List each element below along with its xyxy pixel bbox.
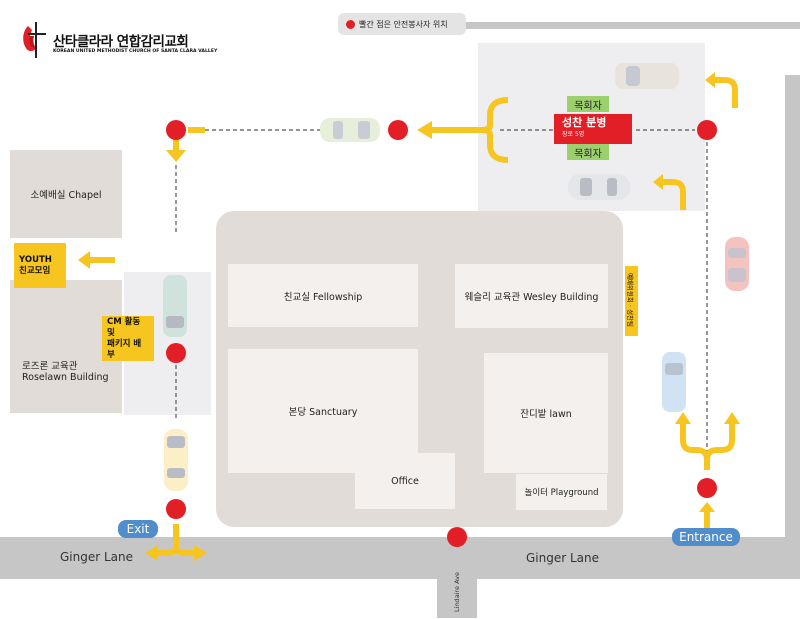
arrowhead-top	[705, 72, 715, 88]
brace-split	[481, 97, 509, 163]
youth-label-line1: YOUTH	[19, 254, 52, 265]
office-label: Office	[391, 475, 419, 487]
sanctuary: 본당 Sanctuary	[228, 349, 418, 473]
cross-and-flame-icon	[23, 22, 46, 58]
legend-text: 빨간 점은 안전봉사자 위치	[359, 19, 448, 29]
car-icon-teal	[163, 275, 187, 337]
arrowhead-split-right	[724, 412, 740, 424]
arrowhead-split-left	[675, 412, 691, 424]
youth-label: YOUTH 친교모임	[14, 243, 66, 288]
chapel-building: 소예배실 Chapel	[10, 150, 122, 238]
church-logo: 산타클라라 연합감리교회 KOREAN UNITED METHODIST CHU…	[20, 18, 220, 60]
playground: 놀이터 Playground	[516, 474, 607, 510]
arrowhead-youth	[78, 251, 90, 269]
roselawn-label-en: Roselawn Building	[22, 372, 109, 383]
volunteer-dot-top-right	[697, 120, 717, 140]
playground-label: 놀이터 Playground	[524, 488, 599, 498]
volunteer-dot-left-lot	[166, 343, 186, 363]
cm-label-line2: 패키지 배부	[107, 338, 142, 360]
car-icon-blue	[662, 352, 686, 412]
entrance-button[interactable]: Entrance	[672, 528, 740, 546]
sanctuary-label: 본당 Sanctuary	[288, 407, 358, 418]
top-road	[463, 22, 800, 29]
right-road	[785, 75, 800, 540]
legend-dot-icon	[346, 19, 355, 29]
lindaire-ave-road	[437, 570, 477, 618]
arrowhead-down-left	[166, 150, 186, 162]
roselawn-label-ko: 로즈론 교육관	[22, 361, 78, 372]
arrowhead-entrance-up	[699, 502, 715, 512]
communion-title: 성찬 분병	[562, 116, 607, 129]
car-icon-yellow	[164, 429, 188, 491]
arrow-exit-split	[158, 524, 194, 556]
car-icon-silver	[568, 174, 630, 200]
lawn-label: 잔디밭 lawn	[520, 409, 572, 420]
exit-button[interactable]: Exit	[118, 520, 158, 538]
worship-committee-label: 예배위원회 · 성찬팀	[625, 266, 638, 336]
cm-label-line1: CM 활동 및	[107, 316, 141, 338]
chapel-label: 소예배실 Chapel	[30, 190, 102, 201]
fellowship-label: 친교실 Fellowship	[283, 291, 363, 303]
ginger-lane-label-left: Ginger Lane	[60, 550, 134, 564]
worship-committee-text: 예배위원회 · 성찬팀	[626, 272, 634, 328]
youth-label-line2: 친교모임	[19, 265, 51, 276]
volunteer-dot-lindaire	[447, 527, 467, 547]
church-name-ko: 산타클라라 연합감리교회	[53, 34, 189, 50]
cm-activity-label: CM 활동 및 패키지 배부	[102, 316, 154, 361]
arrowhead-bottom	[653, 174, 663, 190]
arrow-entrance-split	[680, 424, 735, 470]
lawn: 잔디밭 lawn	[484, 353, 608, 473]
arrowhead-exit-left	[145, 545, 158, 561]
office: Office	[355, 453, 455, 509]
wesley-label: 웨슬리 교육관 Wesley Building	[464, 292, 599, 303]
ginger-lane-label-right: Ginger Lane	[526, 551, 600, 565]
volunteer-dot-exit	[166, 499, 186, 519]
arrow-turn-left-bottom	[663, 179, 686, 210]
arrowhead-into-lot	[417, 121, 432, 139]
volunteer-dot-entrance	[697, 478, 717, 498]
communion-subtitle: 장로 5명	[562, 131, 585, 138]
volunteer-dot-top-left	[166, 120, 186, 140]
pastor-label-top: 목회자	[567, 96, 609, 112]
car-icon-beige-van	[615, 63, 679, 89]
church-name-en: KOREAN UNITED METHODIST CHURCH OF SANTA …	[53, 49, 218, 54]
fellowship-hall: 친교실 Fellowship	[228, 264, 418, 327]
arrow-turn-left-top	[715, 77, 738, 108]
pastor-label-bottom: 목회자	[567, 144, 609, 160]
car-icon-red	[725, 237, 749, 291]
communion-station: 성찬 분병 장로 5명	[554, 114, 632, 144]
wesley-building: 웨슬리 교육관 Wesley Building	[455, 264, 608, 328]
volunteer-dot-top-middle	[388, 120, 408, 140]
ginger-lane-road	[0, 537, 800, 579]
legend-box: 빨간 점은 안전봉사자 위치	[338, 13, 466, 35]
arrowhead-exit-right	[194, 545, 207, 561]
car-icon-green-top	[320, 118, 380, 142]
